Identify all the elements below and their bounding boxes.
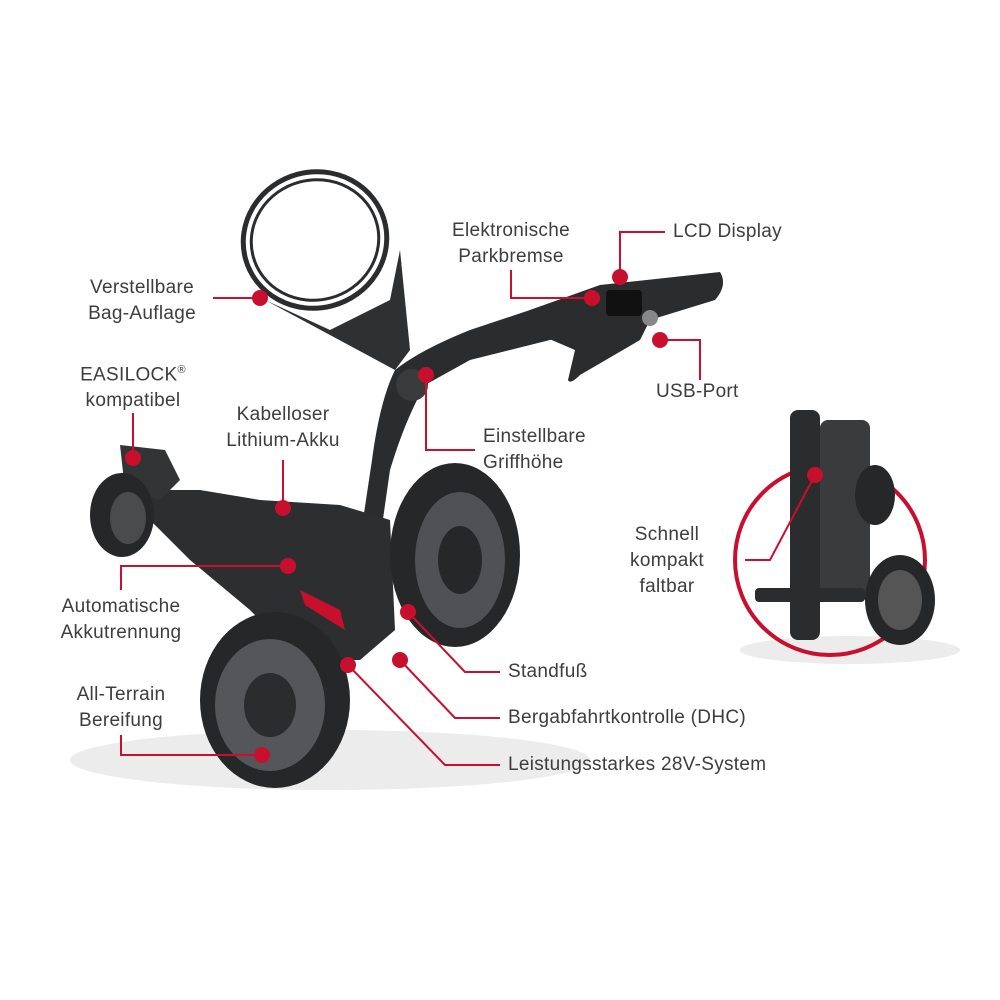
rear-wheel-left bbox=[200, 612, 350, 788]
label-line: Parkbremse bbox=[458, 246, 564, 267]
label-lcd: LCD Display bbox=[673, 221, 782, 242]
label-stand: Standfuß bbox=[508, 661, 588, 682]
label-park-brake: Elektronische Parkbremse bbox=[452, 218, 570, 270]
label-line: faltbar bbox=[639, 576, 695, 597]
label-line: Elektronische bbox=[452, 220, 570, 241]
callout-dots bbox=[125, 269, 823, 763]
handle bbox=[530, 272, 724, 382]
label-line: Bag-Auflage bbox=[88, 303, 196, 324]
label-line: Kabelloser bbox=[236, 404, 330, 425]
bag-rest-arm bbox=[265, 250, 410, 370]
dot-usb bbox=[652, 332, 668, 348]
chassis-accent bbox=[300, 590, 345, 630]
callout-lines bbox=[120, 231, 816, 766]
label-line: Akkutrennung bbox=[60, 622, 182, 643]
easilock-brand: EASILOCK bbox=[80, 364, 178, 386]
chassis bbox=[100, 490, 395, 660]
label-line: kompakt bbox=[630, 550, 704, 571]
label-line: Verstellbare bbox=[90, 277, 194, 298]
label-tyres: All-Terrain Bereifung bbox=[77, 682, 166, 734]
dot-park-brake bbox=[584, 290, 600, 306]
label-line: Bereifung bbox=[78, 710, 164, 731]
shadow bbox=[70, 730, 590, 790]
dot-tyres bbox=[254, 747, 270, 763]
control-knob bbox=[642, 310, 658, 326]
dot-fold bbox=[807, 467, 823, 483]
bag-rest bbox=[240, 169, 390, 311]
label-dhc: Bergabfahrtkontrolle (DHC) bbox=[508, 707, 746, 728]
label-fold: Schnell kompakt faltbar bbox=[630, 522, 704, 600]
shadow bbox=[740, 636, 960, 664]
label-line: Einstellbare bbox=[483, 426, 586, 447]
dot-auto-disconnect bbox=[280, 558, 296, 574]
label-bag-rest: Verstellbare Bag-Auflage bbox=[88, 275, 196, 327]
rear-wheel-right bbox=[390, 463, 520, 647]
dot-easilock bbox=[125, 450, 141, 466]
label-system: Leistungsstarkes 28V-System bbox=[508, 754, 767, 775]
registered-mark: ® bbox=[177, 364, 186, 376]
label-easilock: EASILOCK® kompatibel bbox=[80, 357, 186, 414]
folded-trolley bbox=[755, 410, 935, 645]
label-line: Automatische bbox=[61, 596, 181, 617]
dot-dhc bbox=[392, 652, 408, 668]
label-line: EASILOCK® bbox=[80, 357, 186, 388]
label-auto-disconnect: Automatische Akkutrennung bbox=[61, 594, 182, 646]
label-handle-height: Einstellbare Griffhöhe bbox=[483, 424, 586, 476]
dot-bag-rest bbox=[252, 290, 268, 306]
label-line: All-Terrain bbox=[76, 684, 166, 705]
dot-battery bbox=[275, 500, 291, 516]
dot-stand bbox=[400, 604, 416, 620]
dot-lcd bbox=[612, 269, 628, 285]
label-line: Schnell bbox=[634, 524, 700, 545]
label-line: Griffhöhe bbox=[483, 452, 564, 473]
dot-handle-height bbox=[418, 367, 434, 383]
dot-system bbox=[340, 657, 356, 673]
label-line: Lithium-Akku bbox=[226, 430, 340, 451]
label-line: kompatibel bbox=[85, 390, 181, 412]
label-battery: Kabelloser Lithium-Akku bbox=[226, 402, 339, 454]
lcd-screen bbox=[606, 290, 642, 316]
label-usb: USB-Port bbox=[656, 381, 739, 402]
